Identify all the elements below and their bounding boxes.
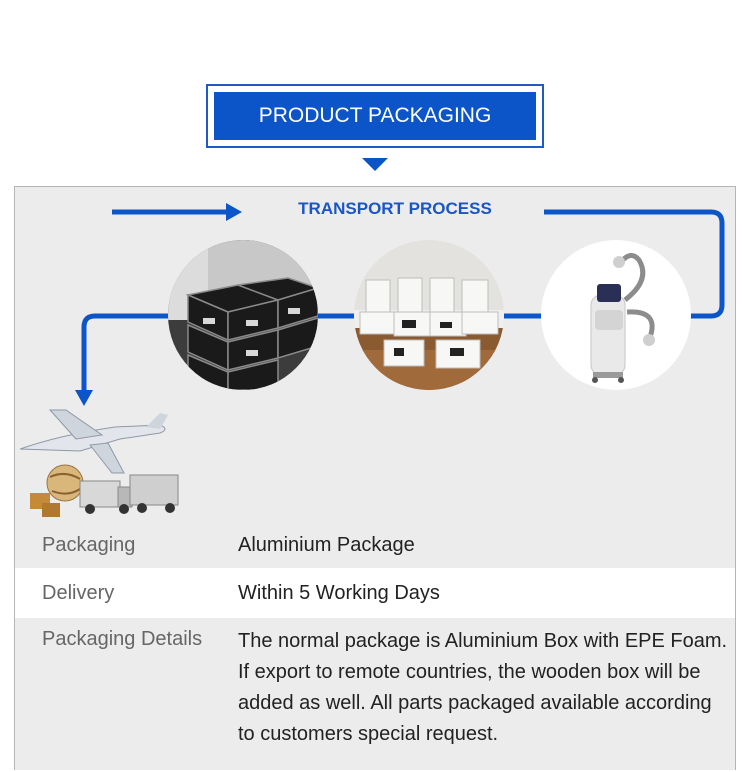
row-label: Delivery [42,581,115,604]
stacked-aluminium-cases-photo [168,240,318,390]
table-row: Packaging Details The normal package is … [15,618,735,770]
flow-arrow-left-down [81,313,168,392]
row-value: Within 5 Working Days [238,581,440,604]
table-row: Packaging Aluminium Package [15,523,735,568]
row-label: Packaging [42,534,136,556]
row-value: Aluminium Package [238,534,415,556]
row-label: Packaging Details [42,628,203,650]
down-triangle-icon [362,158,388,171]
table-row: Delivery Within 5 Working Days [15,568,735,618]
packaging-details-table: Packaging Aluminium Package Delivery Wit… [15,523,735,770]
arrow-right-icon [226,203,242,221]
arrow-down-icon [75,390,93,406]
opened-aluminium-boxes-photo [354,240,504,390]
logistics-plane-trucks-illustration [19,405,180,523]
product-packaging-header: PRODUCT PACKAGING [206,84,544,148]
flow-arrow-right-loop [544,209,725,319]
body-contouring-machine-photo [541,240,691,390]
row-value: The normal package is Aluminium Box with… [238,630,728,745]
header-title: PRODUCT PACKAGING [214,92,536,140]
transport-process-title: TRANSPORT PROCESS [298,199,492,218]
